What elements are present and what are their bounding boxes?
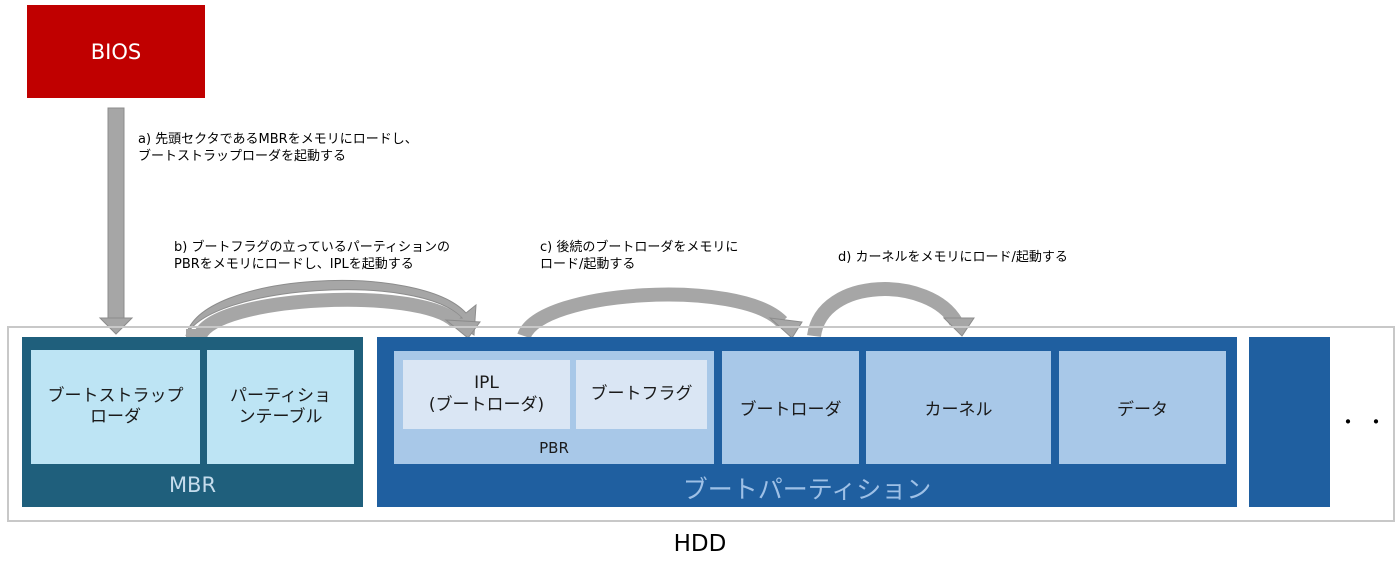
partition-table-cell: パーティショ ンテーブル	[207, 350, 354, 464]
arrow-a	[98, 107, 134, 335]
bios-box: BIOS	[27, 5, 205, 98]
step-d-text: d) カーネルをメモリにロード/起動する	[838, 250, 1068, 265]
boot-loader-cell: ブートローダ	[722, 351, 859, 464]
step-b-text: b) ブートフラグの立っているパーティションの PBRをメモリにロードし、IPL…	[174, 240, 451, 272]
pbr-label: PBR	[539, 439, 569, 457]
bios-label: BIOS	[90, 39, 142, 64]
hdd-container	[7, 326, 1395, 522]
kernel-cell: カーネル	[866, 351, 1051, 464]
boot-partition-label: ブートパーティション	[682, 475, 932, 504]
ellipsis-marker: ・・	[1338, 409, 1394, 434]
data-cell: データ	[1059, 351, 1226, 464]
ipl-cell: IPL (ブートローダ)	[403, 360, 570, 429]
step-a-text: a) 先頭セクタであるMBRをメモリにロードし、 ブートストラップローダを起動す…	[138, 132, 418, 164]
mbr-label: MBR	[168, 473, 217, 497]
other-partition-region	[1249, 337, 1330, 507]
arrow-c	[517, 287, 803, 340]
boot-flag-cell: ブートフラグ	[576, 360, 707, 429]
step-c-text: c) 後続のブートローダをメモリに ロード/起動する	[540, 240, 739, 272]
bootstrap-loader-cell: ブートストラップ ローダ	[31, 350, 200, 464]
hdd-label: HDD	[673, 531, 727, 557]
